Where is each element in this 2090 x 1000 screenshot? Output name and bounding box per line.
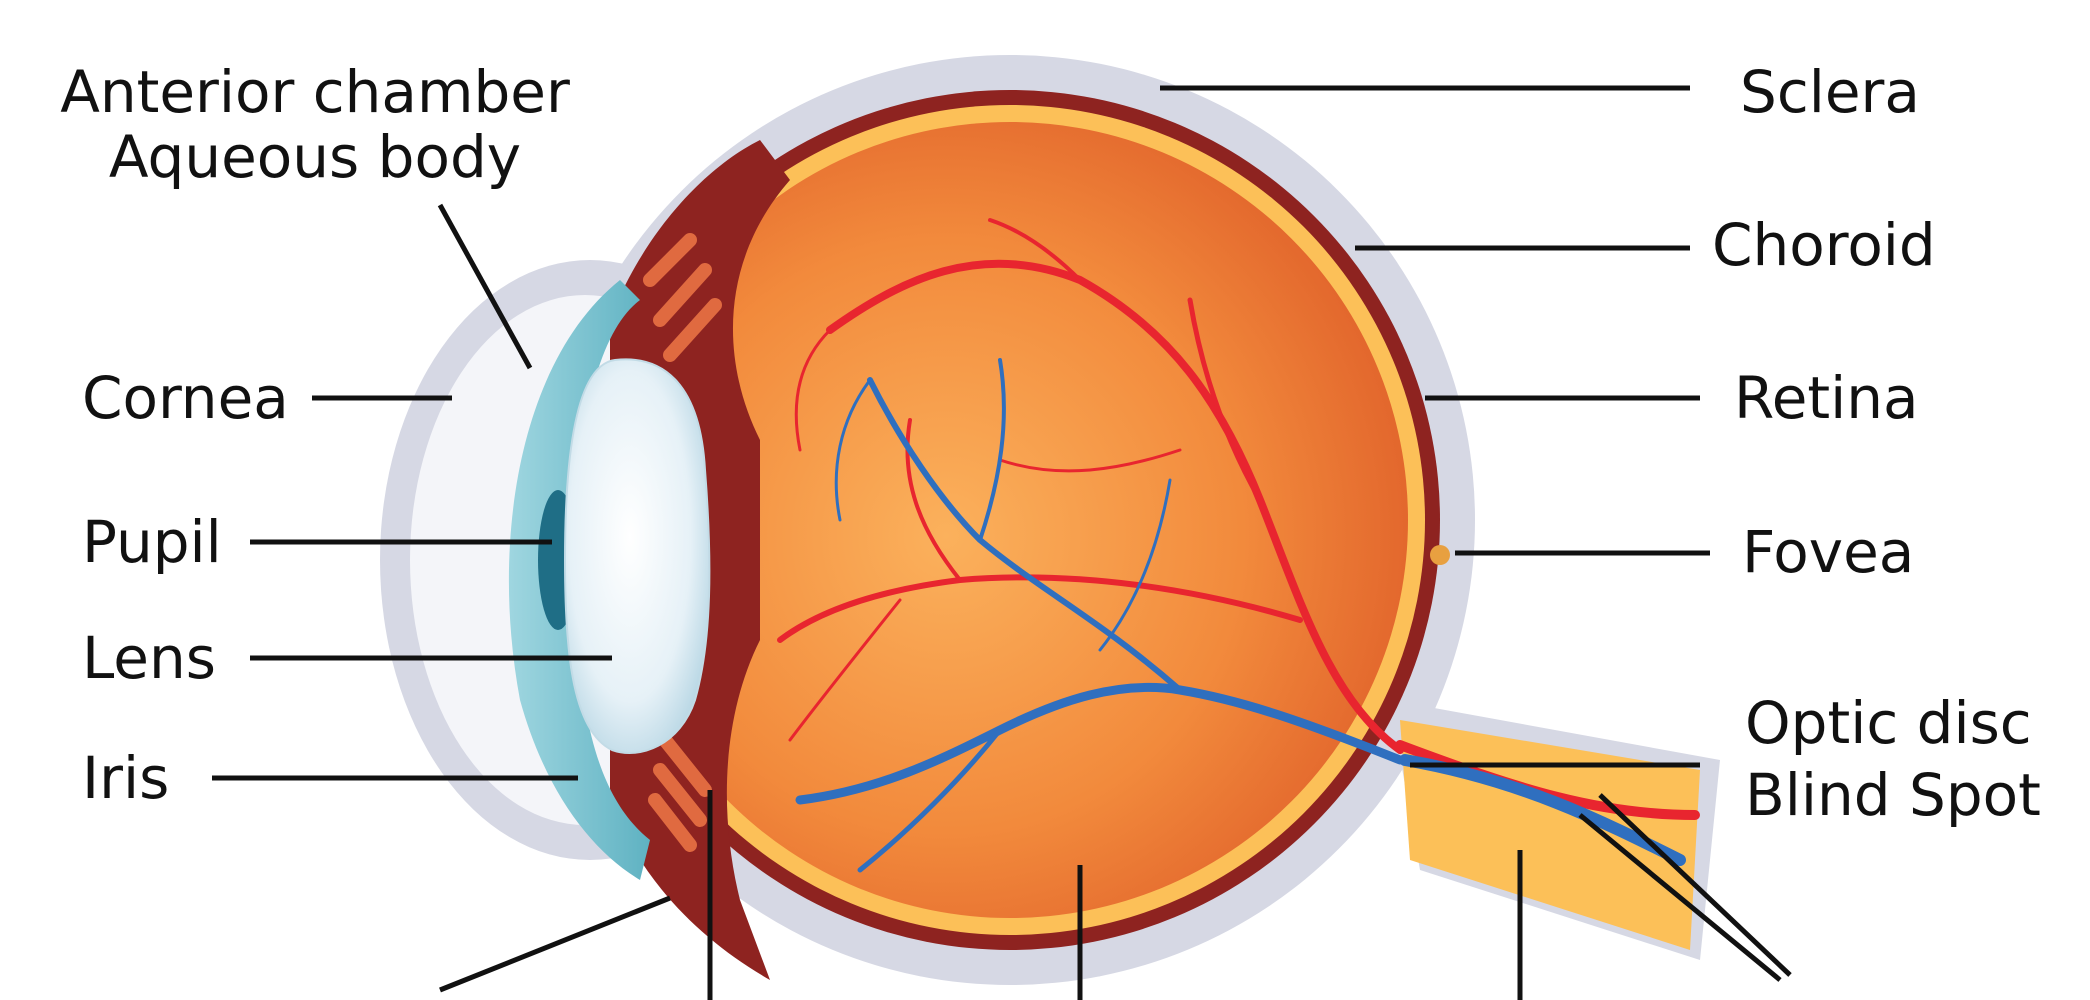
vitreous-body (612, 122, 1408, 918)
retina-label: Retina (1734, 364, 1919, 432)
leader-lines (212, 85, 1792, 1000)
fovea-label: Fovea (1742, 518, 1914, 586)
anterior-chamber-leader (437, 203, 533, 370)
ciliary-body-leader (439, 895, 671, 993)
anterior-chamber-label: Anterior chamber (60, 58, 570, 126)
cornea-label: Cornea (82, 364, 289, 432)
lens-label: Lens (82, 624, 216, 692)
optic-disc-label: Optic disc (1745, 689, 2032, 757)
retinal-vessels (777, 218, 1405, 873)
blind-spot-label: Blind Spot (1745, 761, 2041, 829)
sclera-label: Sclera (1740, 58, 1920, 126)
cornea (508, 280, 650, 880)
choroid-label: Choroid (1712, 211, 1936, 279)
labels: Anterior chamber Aqueous body Cornea Pup… (60, 58, 2041, 829)
fovea-spot (1430, 545, 1450, 565)
ciliary-muscle-striations (643, 233, 722, 852)
vessels-leader-1 (1578, 813, 1782, 982)
vessels-leader-2 (1598, 793, 1792, 977)
aqueous-body-label: Aqueous body (109, 123, 521, 191)
lens (563, 358, 711, 754)
pupil-label: Pupil (82, 508, 222, 576)
iris-label: Iris (82, 744, 169, 812)
